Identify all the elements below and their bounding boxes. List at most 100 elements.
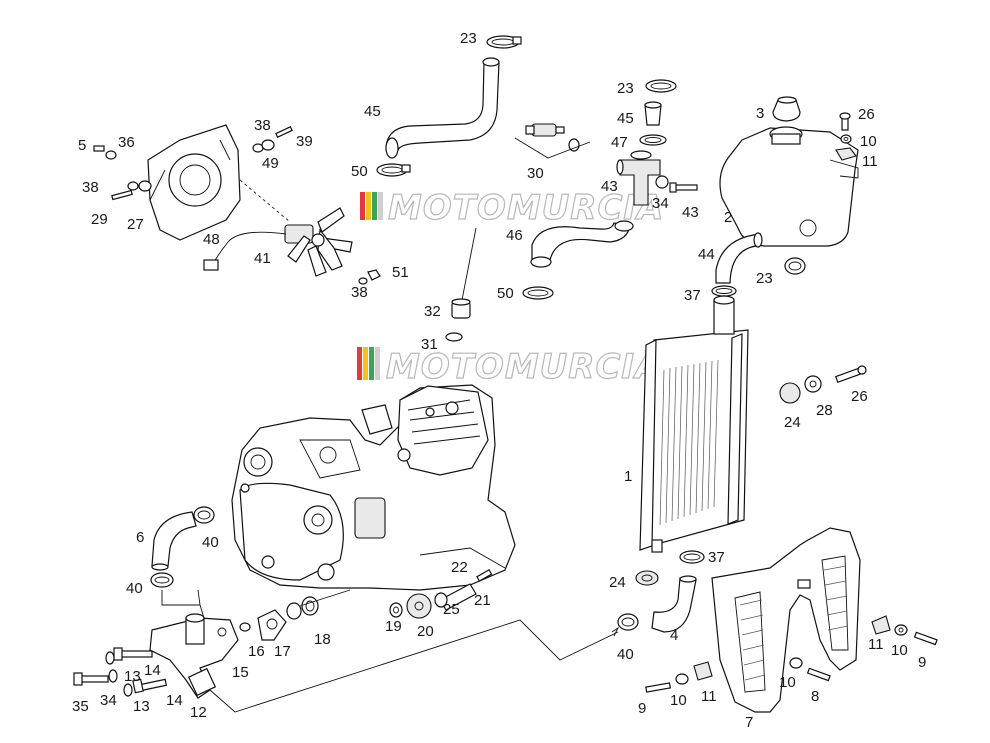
callout-17: 17 bbox=[274, 643, 291, 660]
nut-51 bbox=[367, 269, 381, 281]
seal-18 bbox=[286, 596, 319, 620]
washer-34 bbox=[108, 669, 118, 683]
callout-2: 2 bbox=[724, 209, 732, 226]
callout-7: 7 bbox=[745, 714, 753, 731]
leader-32-hose bbox=[461, 227, 477, 301]
callout-37: 37 bbox=[708, 549, 725, 566]
nut-11-top bbox=[835, 147, 857, 161]
callout-43: 43 bbox=[601, 178, 618, 195]
washer-38-left bbox=[127, 181, 139, 191]
bolt-26-right bbox=[834, 365, 867, 384]
spacer-49 bbox=[261, 139, 275, 151]
callout-44: 44 bbox=[698, 246, 715, 263]
callout-12: 12 bbox=[190, 704, 207, 721]
callout-labels: 23 45 50 30 23 45 47 43 34 43 46 50 3 26… bbox=[72, 30, 926, 731]
hose-45-right bbox=[644, 101, 662, 126]
washer-38-bottom bbox=[358, 277, 368, 285]
water-pump-cover-15 bbox=[149, 613, 239, 699]
callout-40: 40 bbox=[617, 646, 634, 663]
callout-48: 48 bbox=[203, 231, 220, 248]
clamp-34-top bbox=[655, 175, 669, 189]
callout-38: 38 bbox=[82, 179, 99, 196]
callout-49: 49 bbox=[262, 155, 279, 172]
arrow-hose-4 bbox=[611, 626, 620, 637]
callout-13: 13 bbox=[133, 698, 150, 715]
washer-25 bbox=[434, 592, 448, 608]
hose-4 bbox=[651, 575, 697, 633]
callout-23: 23 bbox=[756, 270, 773, 287]
fan-shroud-27 bbox=[147, 124, 241, 241]
screw-9-bottom bbox=[645, 682, 672, 693]
thermostat-32 bbox=[451, 298, 471, 319]
expansion-tank-2 bbox=[719, 126, 859, 247]
callout-38: 38 bbox=[254, 117, 271, 134]
callout-50: 50 bbox=[497, 285, 514, 302]
callout-10: 10 bbox=[670, 692, 687, 709]
hose-6 bbox=[151, 511, 197, 571]
callout-8: 8 bbox=[811, 688, 819, 705]
callout-37: 37 bbox=[684, 287, 701, 304]
callout-24: 24 bbox=[784, 414, 801, 431]
callout-45: 45 bbox=[617, 110, 634, 127]
washer-14-lower bbox=[123, 683, 133, 697]
nut-11-right bbox=[871, 615, 891, 635]
nut-11-bottom bbox=[693, 661, 713, 681]
oring-31 bbox=[445, 332, 463, 342]
callout-11: 11 bbox=[862, 153, 878, 170]
callout-23: 23 bbox=[460, 30, 477, 47]
washer-14-upper bbox=[105, 651, 115, 665]
callout-30: 30 bbox=[527, 165, 544, 182]
callout-25: 25 bbox=[443, 601, 460, 618]
washer-10-top bbox=[840, 134, 852, 144]
callout-26: 26 bbox=[858, 106, 875, 123]
spacer-left bbox=[138, 180, 152, 192]
radiator-1 bbox=[639, 295, 749, 553]
screw-8 bbox=[806, 667, 831, 682]
radiator-cover-7 bbox=[711, 527, 861, 713]
radiator-fins bbox=[659, 359, 719, 526]
bolt-13-upper bbox=[113, 647, 153, 661]
callout-45: 45 bbox=[364, 103, 381, 120]
callout-11: 11 bbox=[701, 688, 717, 705]
fan-41 bbox=[284, 207, 353, 277]
screw-9-right bbox=[913, 631, 938, 646]
washer-10-mid bbox=[789, 657, 803, 669]
callout-34: 34 bbox=[100, 692, 117, 709]
callout-24: 24 bbox=[609, 574, 626, 591]
callout-13: 13 bbox=[124, 668, 141, 685]
callout-36: 36 bbox=[118, 134, 135, 151]
callout-41: 41 bbox=[254, 250, 271, 267]
hose-46 bbox=[530, 220, 634, 268]
engine-block bbox=[231, 384, 516, 591]
clamp-23-top bbox=[486, 35, 522, 49]
callout-38: 38 bbox=[351, 284, 368, 301]
callout-9: 9 bbox=[918, 654, 926, 671]
fan-assembly-line bbox=[239, 179, 291, 223]
screw-39 bbox=[275, 126, 293, 138]
screw-29 bbox=[111, 189, 133, 201]
callout-1: 1 bbox=[624, 468, 632, 485]
callout-34: 34 bbox=[652, 195, 669, 212]
callout-10: 10 bbox=[779, 674, 796, 691]
callout-31: 31 bbox=[421, 336, 438, 353]
leader-12-to-hose-4 bbox=[209, 619, 619, 713]
callout-18: 18 bbox=[314, 631, 331, 648]
callout-51: 51 bbox=[392, 264, 409, 281]
bolt-35 bbox=[73, 672, 109, 686]
clamp-50-left bbox=[376, 163, 411, 177]
callout-10: 10 bbox=[891, 642, 908, 659]
leader-18-engine bbox=[299, 589, 351, 607]
bolt-43 bbox=[669, 182, 698, 193]
leader-22-engine bbox=[419, 547, 506, 569]
washer-36 bbox=[105, 150, 117, 160]
callout-11: 11 bbox=[868, 636, 884, 653]
clamp-37-top bbox=[711, 285, 737, 297]
callout-40: 40 bbox=[202, 534, 219, 551]
callout-46: 46 bbox=[506, 227, 523, 244]
callout-27: 27 bbox=[127, 216, 144, 233]
callout-14: 14 bbox=[144, 662, 161, 679]
clamp-40-lower bbox=[150, 572, 174, 588]
bolt-13-lower bbox=[132, 678, 168, 694]
clamp-40-right bbox=[617, 613, 639, 631]
